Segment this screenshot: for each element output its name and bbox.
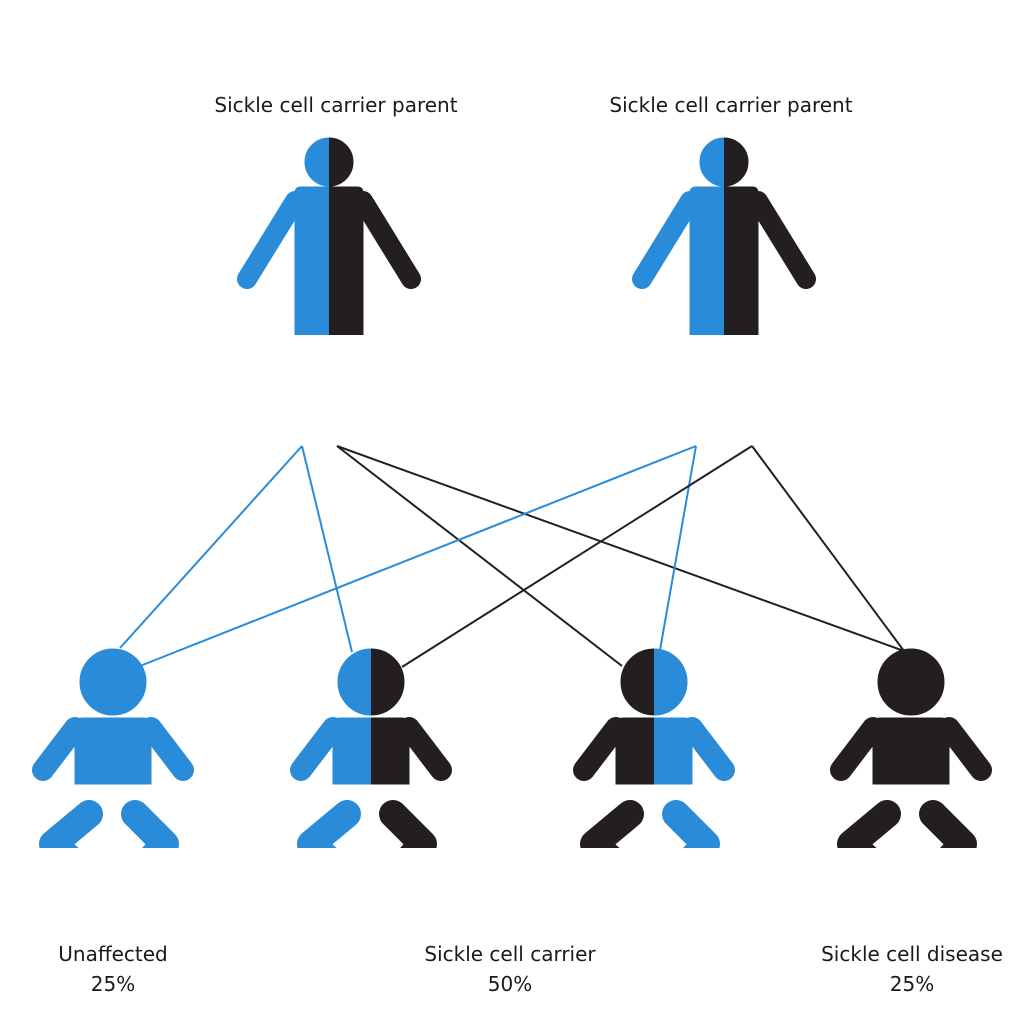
inheritance-line-1 — [301, 445, 353, 653]
outcome-percent-carrier: 50% — [488, 972, 532, 996]
parent-label-left: Sickle cell carrier parent — [214, 93, 457, 117]
inheritance-line-2 — [336, 445, 623, 667]
inheritance-line-0 — [119, 445, 303, 649]
parent-1-right-half — [642, 138, 806, 405]
parents-group — [247, 138, 806, 405]
child-figure-1 — [301, 649, 441, 876]
parent-figure-1 — [642, 138, 806, 405]
outcome-label-unaffected: Unaffected — [58, 942, 168, 966]
inheritance-line-4 — [139, 445, 697, 667]
parent-figure-0 — [247, 138, 411, 405]
parent-label-right: Sickle cell carrier parent — [609, 93, 852, 117]
outcome-label-disease: Sickle cell disease — [821, 942, 1003, 966]
parent-0-right-half — [247, 138, 411, 405]
children-group — [43, 649, 981, 876]
outcome-percent-unaffected: 25% — [91, 972, 135, 996]
inheritance-line-3 — [336, 445, 905, 652]
inheritance-line-5 — [659, 445, 697, 651]
outcome-percent-disease: 25% — [890, 972, 934, 996]
outcome-label-carrier: Sickle cell carrier — [424, 942, 596, 966]
child-figure-3 — [841, 649, 981, 876]
inheritance-line-6 — [401, 445, 753, 668]
inheritance-line-7 — [751, 445, 905, 652]
child-figure-0 — [43, 649, 183, 876]
child-figure-2 — [584, 649, 724, 876]
inheritance-lines — [119, 445, 905, 668]
